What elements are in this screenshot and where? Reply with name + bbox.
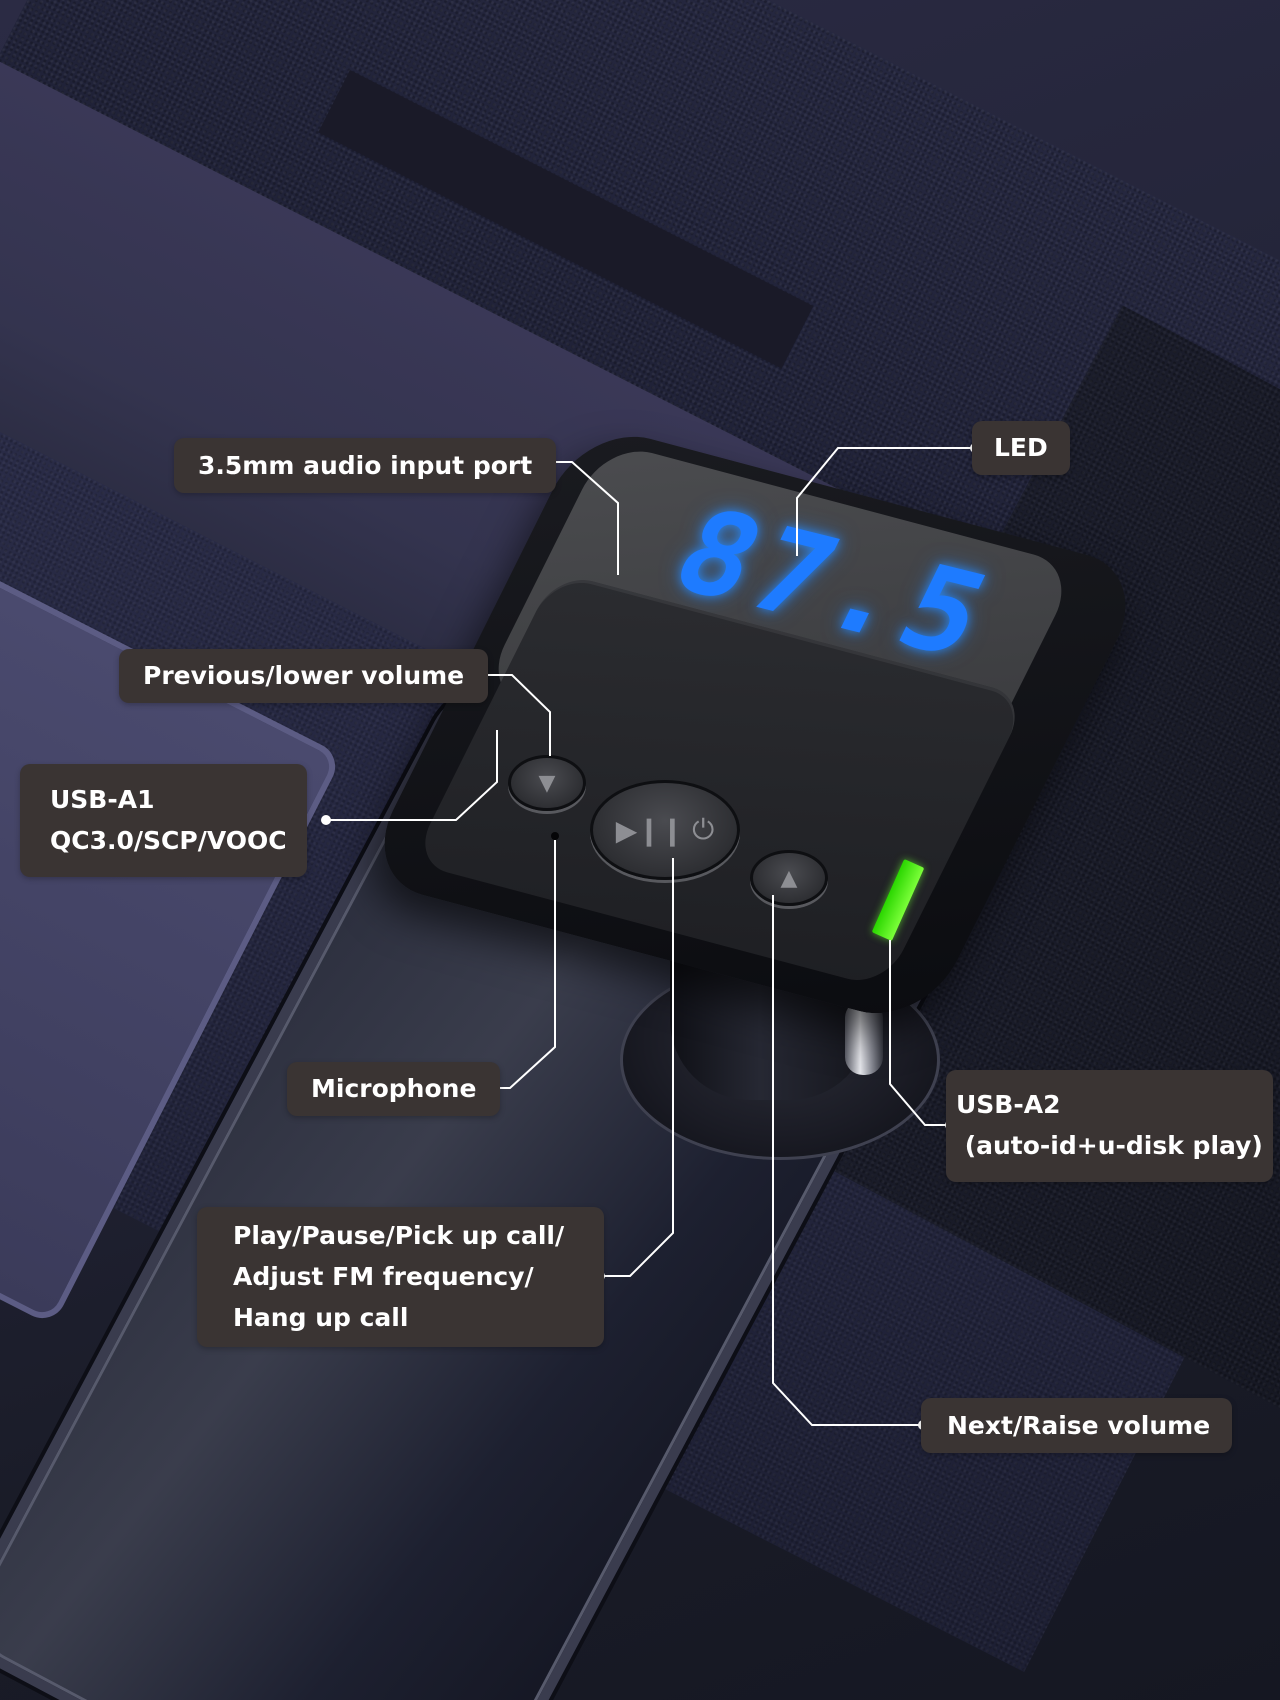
callout-line-1: Play/Pause/Pick up call/: [233, 1221, 565, 1250]
callout-next-raise-volume: Next/Raise volume: [921, 1398, 1233, 1453]
callout-title: USB-A2: [956, 1090, 1061, 1119]
callout-subtitle: (auto-id+u-disk play): [956, 1131, 1263, 1160]
callout-label: LED: [994, 433, 1048, 462]
callout-play-pause: Play/Pause/Pick up call/ Adjust FM frequ…: [197, 1207, 605, 1347]
play-pause-power-button[interactable]: ▶❙❙ ⏻: [590, 780, 740, 880]
callout-usb-a2: USB-A2 (auto-id+u-disk play): [946, 1070, 1273, 1182]
callout-label: Next/Raise volume: [947, 1411, 1211, 1440]
callout-led: LED: [972, 421, 1070, 475]
callout-microphone: Microphone: [287, 1062, 501, 1116]
next-button[interactable]: ▲: [750, 850, 828, 906]
triangle-down-icon: ▼: [538, 770, 556, 796]
play-pause-icon: ▶❙❙: [615, 813, 685, 847]
callout-label: 3.5mm audio input port: [198, 451, 533, 480]
callout-line-3: Hang up call: [233, 1303, 409, 1332]
callout-line-2: Adjust FM frequency/: [233, 1262, 534, 1291]
callout-previous-lower-volume: Previous/lower volume: [119, 649, 489, 703]
callout-label: Previous/lower volume: [143, 661, 465, 690]
callout-subtitle: QC3.0/SCP/VOOC: [50, 826, 287, 855]
callout-title: USB-A1: [50, 785, 155, 814]
callout-label: Microphone: [311, 1074, 477, 1103]
triangle-up-icon: ▲: [780, 865, 798, 891]
microphone-hole: [551, 832, 559, 840]
callout-audio-input-port: 3.5mm audio input port: [174, 438, 557, 493]
power-icon: ⏻: [692, 813, 715, 846]
previous-button[interactable]: ▼: [508, 755, 586, 811]
callout-usb-a1: USB-A1 QC3.0/SCP/VOOC: [20, 764, 307, 877]
